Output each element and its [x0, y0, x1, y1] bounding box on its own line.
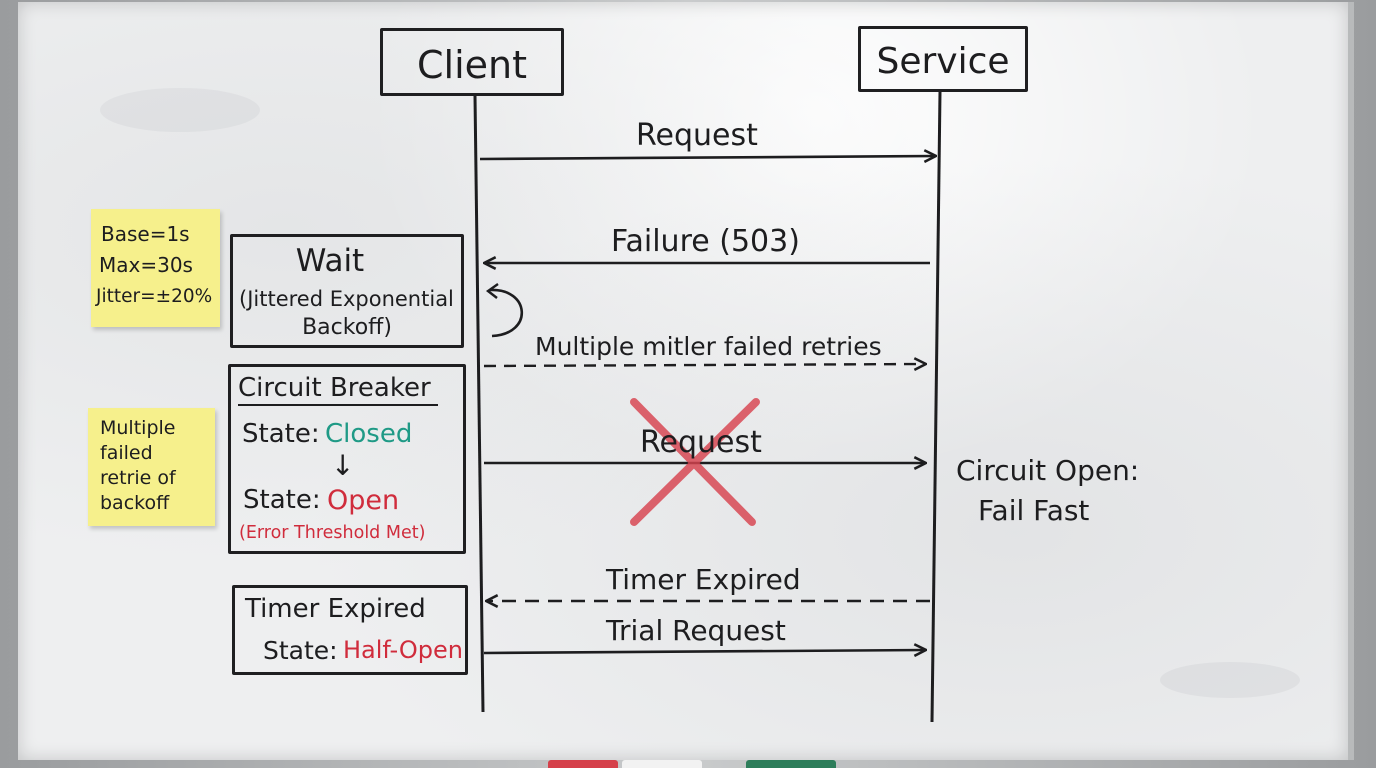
service-lifeline: [930, 91, 942, 723]
retries-note-line-3: retrie of: [100, 467, 176, 489]
retries-note-line-1: Multiple: [100, 417, 176, 439]
trial-request-label: Trial Request: [606, 614, 786, 647]
service-participant-box: Service: [858, 26, 1028, 92]
retries-note-line-2: failed: [100, 442, 153, 464]
client-participant-box: Client: [380, 28, 564, 96]
wait-line-1: (Jittered Exponential: [239, 287, 454, 311]
wait-loop-arrow: [489, 288, 524, 338]
request-label: Request: [636, 118, 758, 153]
blocked-request-label: Request: [640, 425, 762, 460]
state-transition-arrow: ↓: [331, 449, 355, 482]
timer-expired-box: Timer Expired State: Half-Open: [232, 585, 468, 675]
blocked-x-mark: [630, 398, 760, 526]
param-max: Max=30s: [99, 253, 193, 277]
state-label-open: State:: [243, 485, 321, 515]
state-label-closed: State:: [242, 419, 320, 449]
service-label: Service: [876, 41, 1010, 82]
timer-expired-label: Timer Expired: [606, 563, 801, 596]
whiteboard-surface: [18, 2, 1354, 760]
error-threshold-note: (Error Threshold Met): [239, 523, 426, 543]
param-base: Base=1s: [101, 222, 190, 246]
param-jitter: Jitter=±20%: [96, 286, 213, 307]
state-value-closed: Closed: [325, 419, 413, 449]
timer-box-state-value: Half-Open: [343, 636, 463, 664]
marker-red[interactable]: [548, 760, 618, 768]
trial-request-arrow: [483, 650, 926, 653]
marker-white[interactable]: [622, 760, 702, 768]
retries-label: Multiple mitler failed retries: [535, 332, 882, 361]
retries-note-line-4: backoff: [100, 492, 170, 514]
circuit-open-label: Circuit Open:: [956, 454, 1140, 487]
failure-label: Failure (503): [611, 224, 800, 259]
wait-title: Wait: [295, 243, 365, 279]
timer-box-title: Timer Expired: [245, 594, 426, 624]
client-label: Client: [416, 43, 527, 87]
retries-dashed-arrow: [483, 364, 926, 366]
request-arrow: [479, 156, 936, 159]
marker-green[interactable]: [746, 760, 836, 768]
state-value-open: Open: [327, 485, 400, 516]
timer-box-state-label: State:: [263, 636, 338, 665]
circuit-breaker-box: Circuit Breaker State: Closed ↓ State: O…: [228, 364, 466, 554]
circuit-breaker-title: Circuit Breaker: [238, 373, 431, 403]
sticky-note-parameters: Base=1s Max=30s Jitter=±20%: [91, 209, 220, 327]
fail-fast-label: Fail Fast: [978, 494, 1090, 527]
client-lifeline: [473, 95, 485, 713]
wait-line-2: Backoff): [302, 315, 392, 340]
wait-box: Wait (Jittered Exponential Backoff): [230, 234, 464, 348]
sticky-note-retries: Multiple failed retrie of backoff: [88, 408, 215, 526]
